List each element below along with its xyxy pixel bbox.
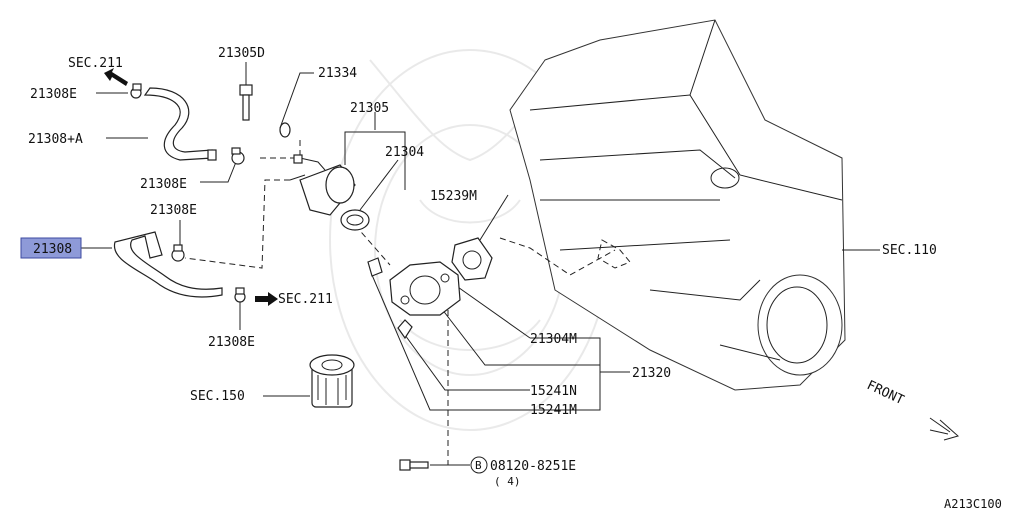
washer-21334[interactable] xyxy=(279,122,291,138)
oil-cooler-21305[interactable] xyxy=(289,154,356,216)
label-sec110[interactable]: SEC.110 xyxy=(882,243,937,258)
gasket-15239M[interactable] xyxy=(451,237,493,281)
o-ring-21304[interactable] xyxy=(340,209,370,231)
label-sec211-top[interactable]: SEC.211 xyxy=(68,56,123,71)
leader-lines xyxy=(80,62,880,466)
label-21305[interactable]: 21305 xyxy=(350,101,389,116)
bolt-08120-8251E[interactable] xyxy=(399,459,429,471)
selected-part-highlight xyxy=(20,237,82,259)
engine-block[interactable] xyxy=(509,19,846,391)
hose-21308A[interactable] xyxy=(143,87,217,161)
label-15241M[interactable]: 15241M xyxy=(530,403,577,418)
label-21305D[interactable]: 21305D xyxy=(218,46,265,61)
front-arrow-icon xyxy=(929,417,960,441)
label-21308E-c[interactable]: 21308E xyxy=(150,203,197,218)
label-21308E-d[interactable]: 21308E xyxy=(208,335,255,350)
label-21304M[interactable]: 21304M xyxy=(530,332,577,347)
label-21308[interactable]: 21308 xyxy=(33,242,72,257)
label-21308E-a[interactable]: 21308E xyxy=(30,87,77,102)
label-21308A[interactable]: 21308+A xyxy=(28,132,83,147)
label-bolt-symbol: B xyxy=(475,459,482,472)
label-sec150[interactable]: SEC.150 xyxy=(190,389,245,404)
label-bolt-qty: ( 4) xyxy=(494,475,521,488)
arrow-to-sec211-right xyxy=(255,292,278,306)
label-sec211-right[interactable]: SEC.211 xyxy=(278,292,333,307)
label-21304[interactable]: 21304 xyxy=(385,145,424,160)
label-bolt-number[interactable]: 08120-8251E xyxy=(490,459,576,474)
label-15241N[interactable]: 15241N xyxy=(530,384,577,399)
clamp-21308E-mid[interactable] xyxy=(231,147,245,165)
label-21320[interactable]: 21320 xyxy=(632,366,671,381)
label-front: FRONT xyxy=(864,378,906,408)
oil-filter-sec150[interactable] xyxy=(309,354,355,408)
arrow-to-sec211-top xyxy=(104,68,128,86)
label-ref-code: A213C100 xyxy=(944,497,1002,511)
clamp-21308E-top[interactable] xyxy=(130,83,142,99)
oil-filter-bracket-21320[interactable] xyxy=(389,261,461,316)
clamp-21308E-bottom[interactable] xyxy=(234,287,246,303)
valve-15241N[interactable] xyxy=(397,319,413,340)
bolt-symbol-circle xyxy=(470,456,488,474)
clamp-21308E-lower[interactable] xyxy=(171,244,185,262)
label-21308E-b[interactable]: 21308E xyxy=(140,177,187,192)
label-21334[interactable]: 21334 xyxy=(318,66,357,81)
label-15239M[interactable]: 15239M xyxy=(430,189,477,204)
bolt-21305D[interactable] xyxy=(239,84,253,121)
valve-15241M[interactable] xyxy=(367,257,383,277)
hose-21308[interactable] xyxy=(113,231,223,298)
